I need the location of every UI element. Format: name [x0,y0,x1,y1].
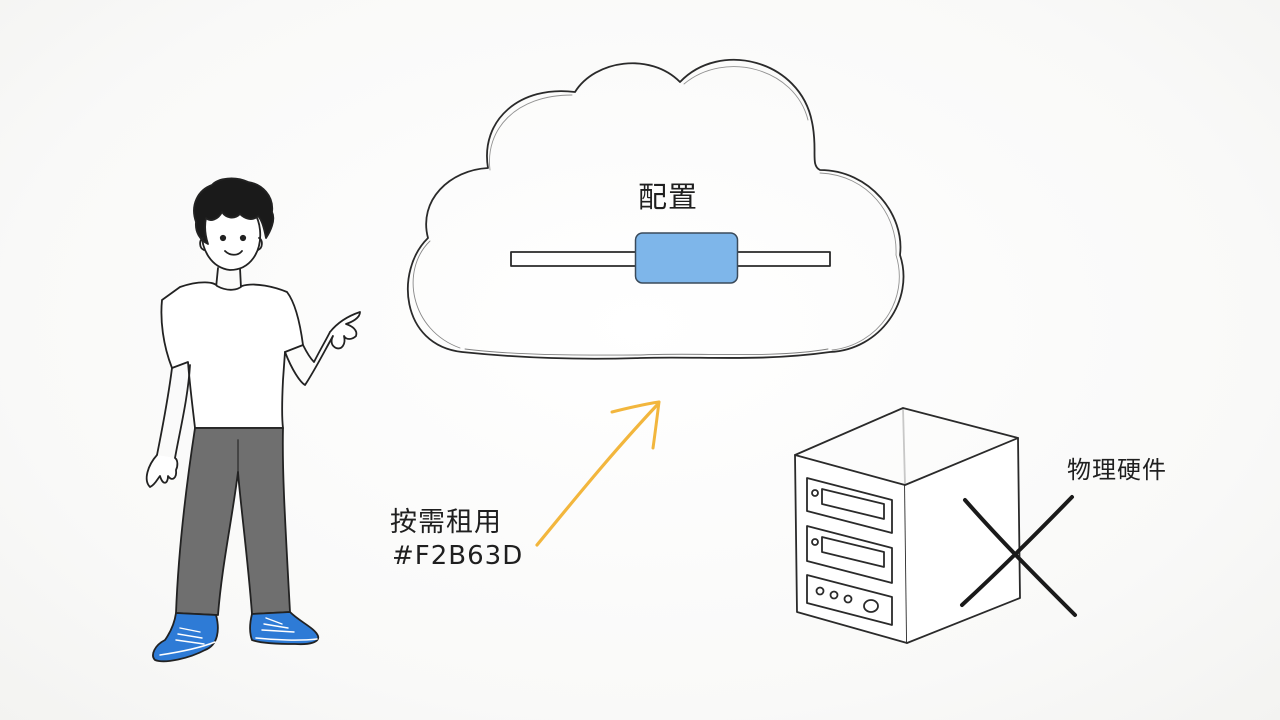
left-shoe [152,612,219,663]
on-demand-arrow [535,400,661,547]
arrow-color-hex-label: #F2B63D [392,541,524,571]
server-icon [794,407,1021,644]
config-slider[interactable] [510,232,831,284]
config-label: 配置 [638,180,699,214]
slider-thumb[interactable] [634,232,739,284]
shirt [160,281,304,429]
pants [175,427,291,616]
hair [193,177,275,245]
cloud-shape [407,59,905,360]
physical-hardware-label: 物理硬件 [1067,456,1167,484]
right-shoe [249,611,320,646]
person-figure [145,177,361,663]
on-demand-label: 按需租用 [390,507,502,538]
crossed-out-mark [960,495,1077,617]
